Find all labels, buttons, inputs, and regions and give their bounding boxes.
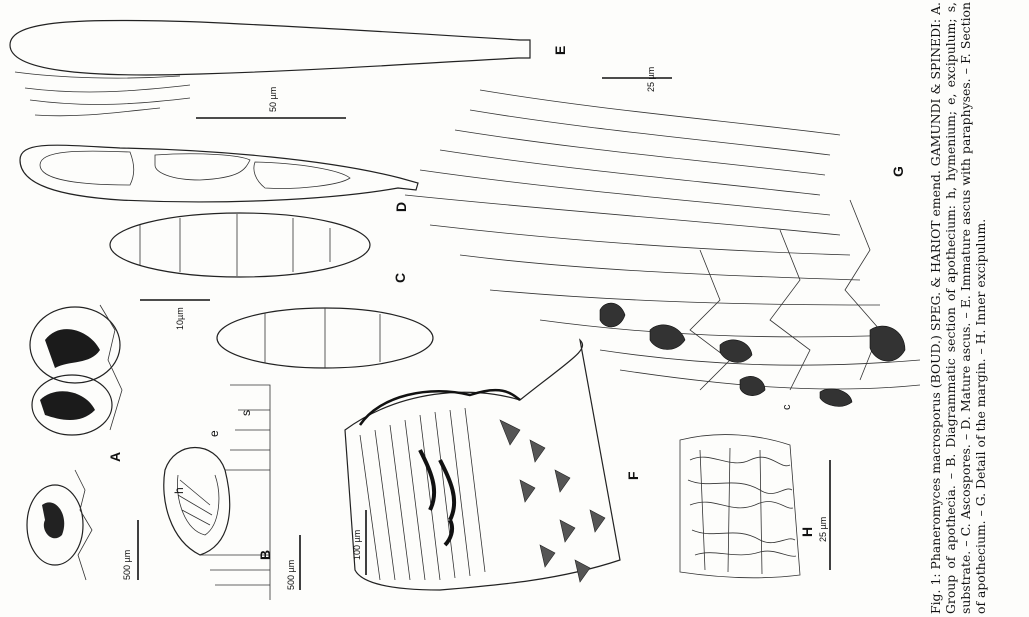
panel-a-apothecia-drawing <box>26 304 123 581</box>
panel-label-c: C <box>392 273 408 283</box>
panel-label-b: B <box>257 550 273 560</box>
panel-label-g: G <box>890 166 906 177</box>
panel-d-mature-ascus-drawing <box>19 144 419 203</box>
label-excipulum: e <box>207 430 221 437</box>
scale-bars <box>137 77 831 590</box>
scale-label-h: 25 µm <box>818 517 828 542</box>
scale-label-c: 10µm <box>175 307 185 330</box>
panel-label-h: H <box>799 527 815 537</box>
figure-plate: A B C D E F G H h e s c 500 µm 500 µm 10… <box>9 19 921 600</box>
label-substrate: s <box>239 410 253 416</box>
figure-caption: Fig. 1: Phaneromyces macrosporus (BOUD.)… <box>928 2 1023 614</box>
panel-label-d: D <box>393 202 409 212</box>
panel-label-e: E <box>552 46 568 55</box>
scale-label-b: 500 µm <box>286 560 296 590</box>
label-hymenium: h <box>172 487 186 494</box>
scale-label-a: 500 µm <box>122 550 132 580</box>
panel-c-ascospores-drawing <box>109 212 434 369</box>
label-c: c <box>781 404 793 410</box>
panel-h-inner-excipulum-drawing <box>679 434 801 579</box>
panel-e-immature-ascus-drawing <box>9 19 531 117</box>
panel-g-margin-drawing <box>404 89 921 407</box>
scale-label-e: 50 µm <box>268 87 278 112</box>
scale-label-g: 25 µm <box>646 67 656 92</box>
panel-f-section-drawing <box>344 338 621 591</box>
caption-text: Fig. 1: Phaneromyces macrosporus (BOUD.)… <box>928 2 988 614</box>
scale-label-f: 100 µm <box>352 530 362 560</box>
panel-label-a: A <box>107 452 123 462</box>
panel-b-section-drawing <box>163 384 271 600</box>
panel-label-f: F <box>625 471 641 480</box>
